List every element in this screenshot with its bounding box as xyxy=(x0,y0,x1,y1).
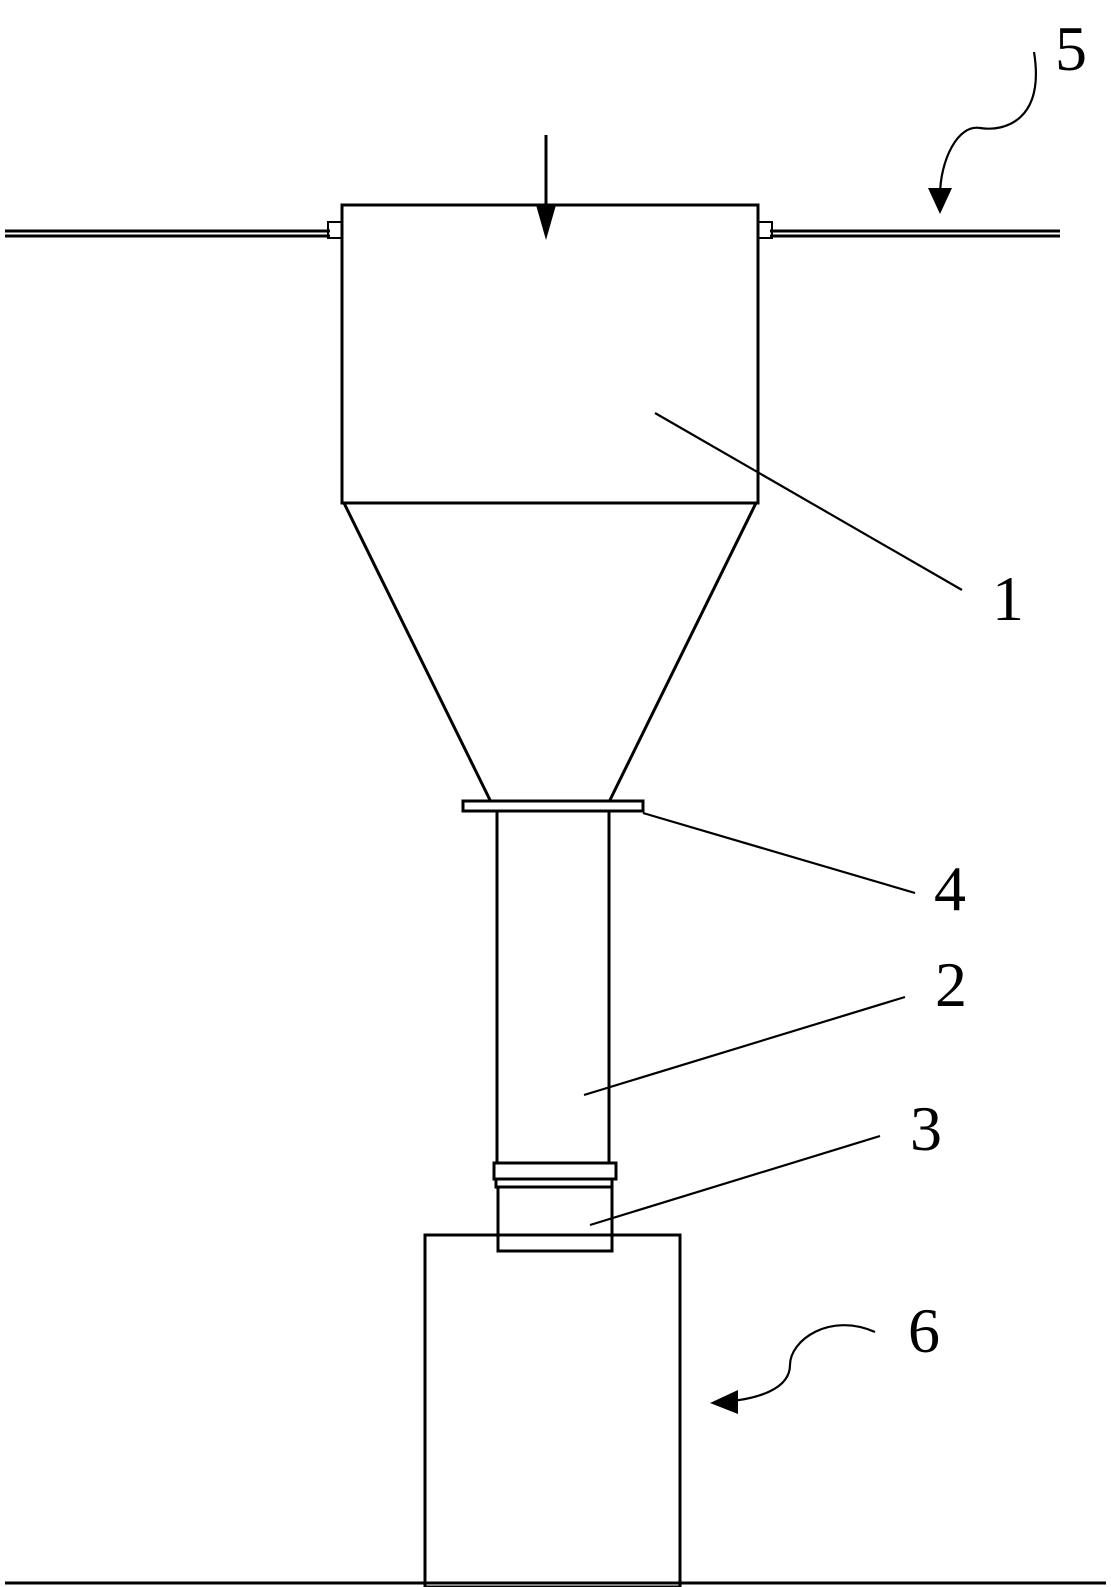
lower-coupling xyxy=(492,1161,618,1253)
horizontal-duct xyxy=(5,221,1060,239)
callout-arrow-5-icon xyxy=(928,51,1037,214)
label-5: 5 xyxy=(1055,13,1087,84)
leader-lines xyxy=(583,412,963,1227)
label-4: 4 xyxy=(934,853,966,924)
collection-box xyxy=(423,1233,682,1587)
label-1: 1 xyxy=(992,563,1024,634)
label-6: 6 xyxy=(908,1295,940,1366)
cyclone-body xyxy=(340,203,760,801)
label-3: 3 xyxy=(910,1093,942,1164)
upper-flange xyxy=(461,799,645,813)
label-2: 2 xyxy=(935,949,967,1020)
inlet-arrow-icon xyxy=(536,135,556,240)
vertical-pipe xyxy=(495,811,611,1163)
callout-arrow-6-icon xyxy=(710,1324,876,1414)
